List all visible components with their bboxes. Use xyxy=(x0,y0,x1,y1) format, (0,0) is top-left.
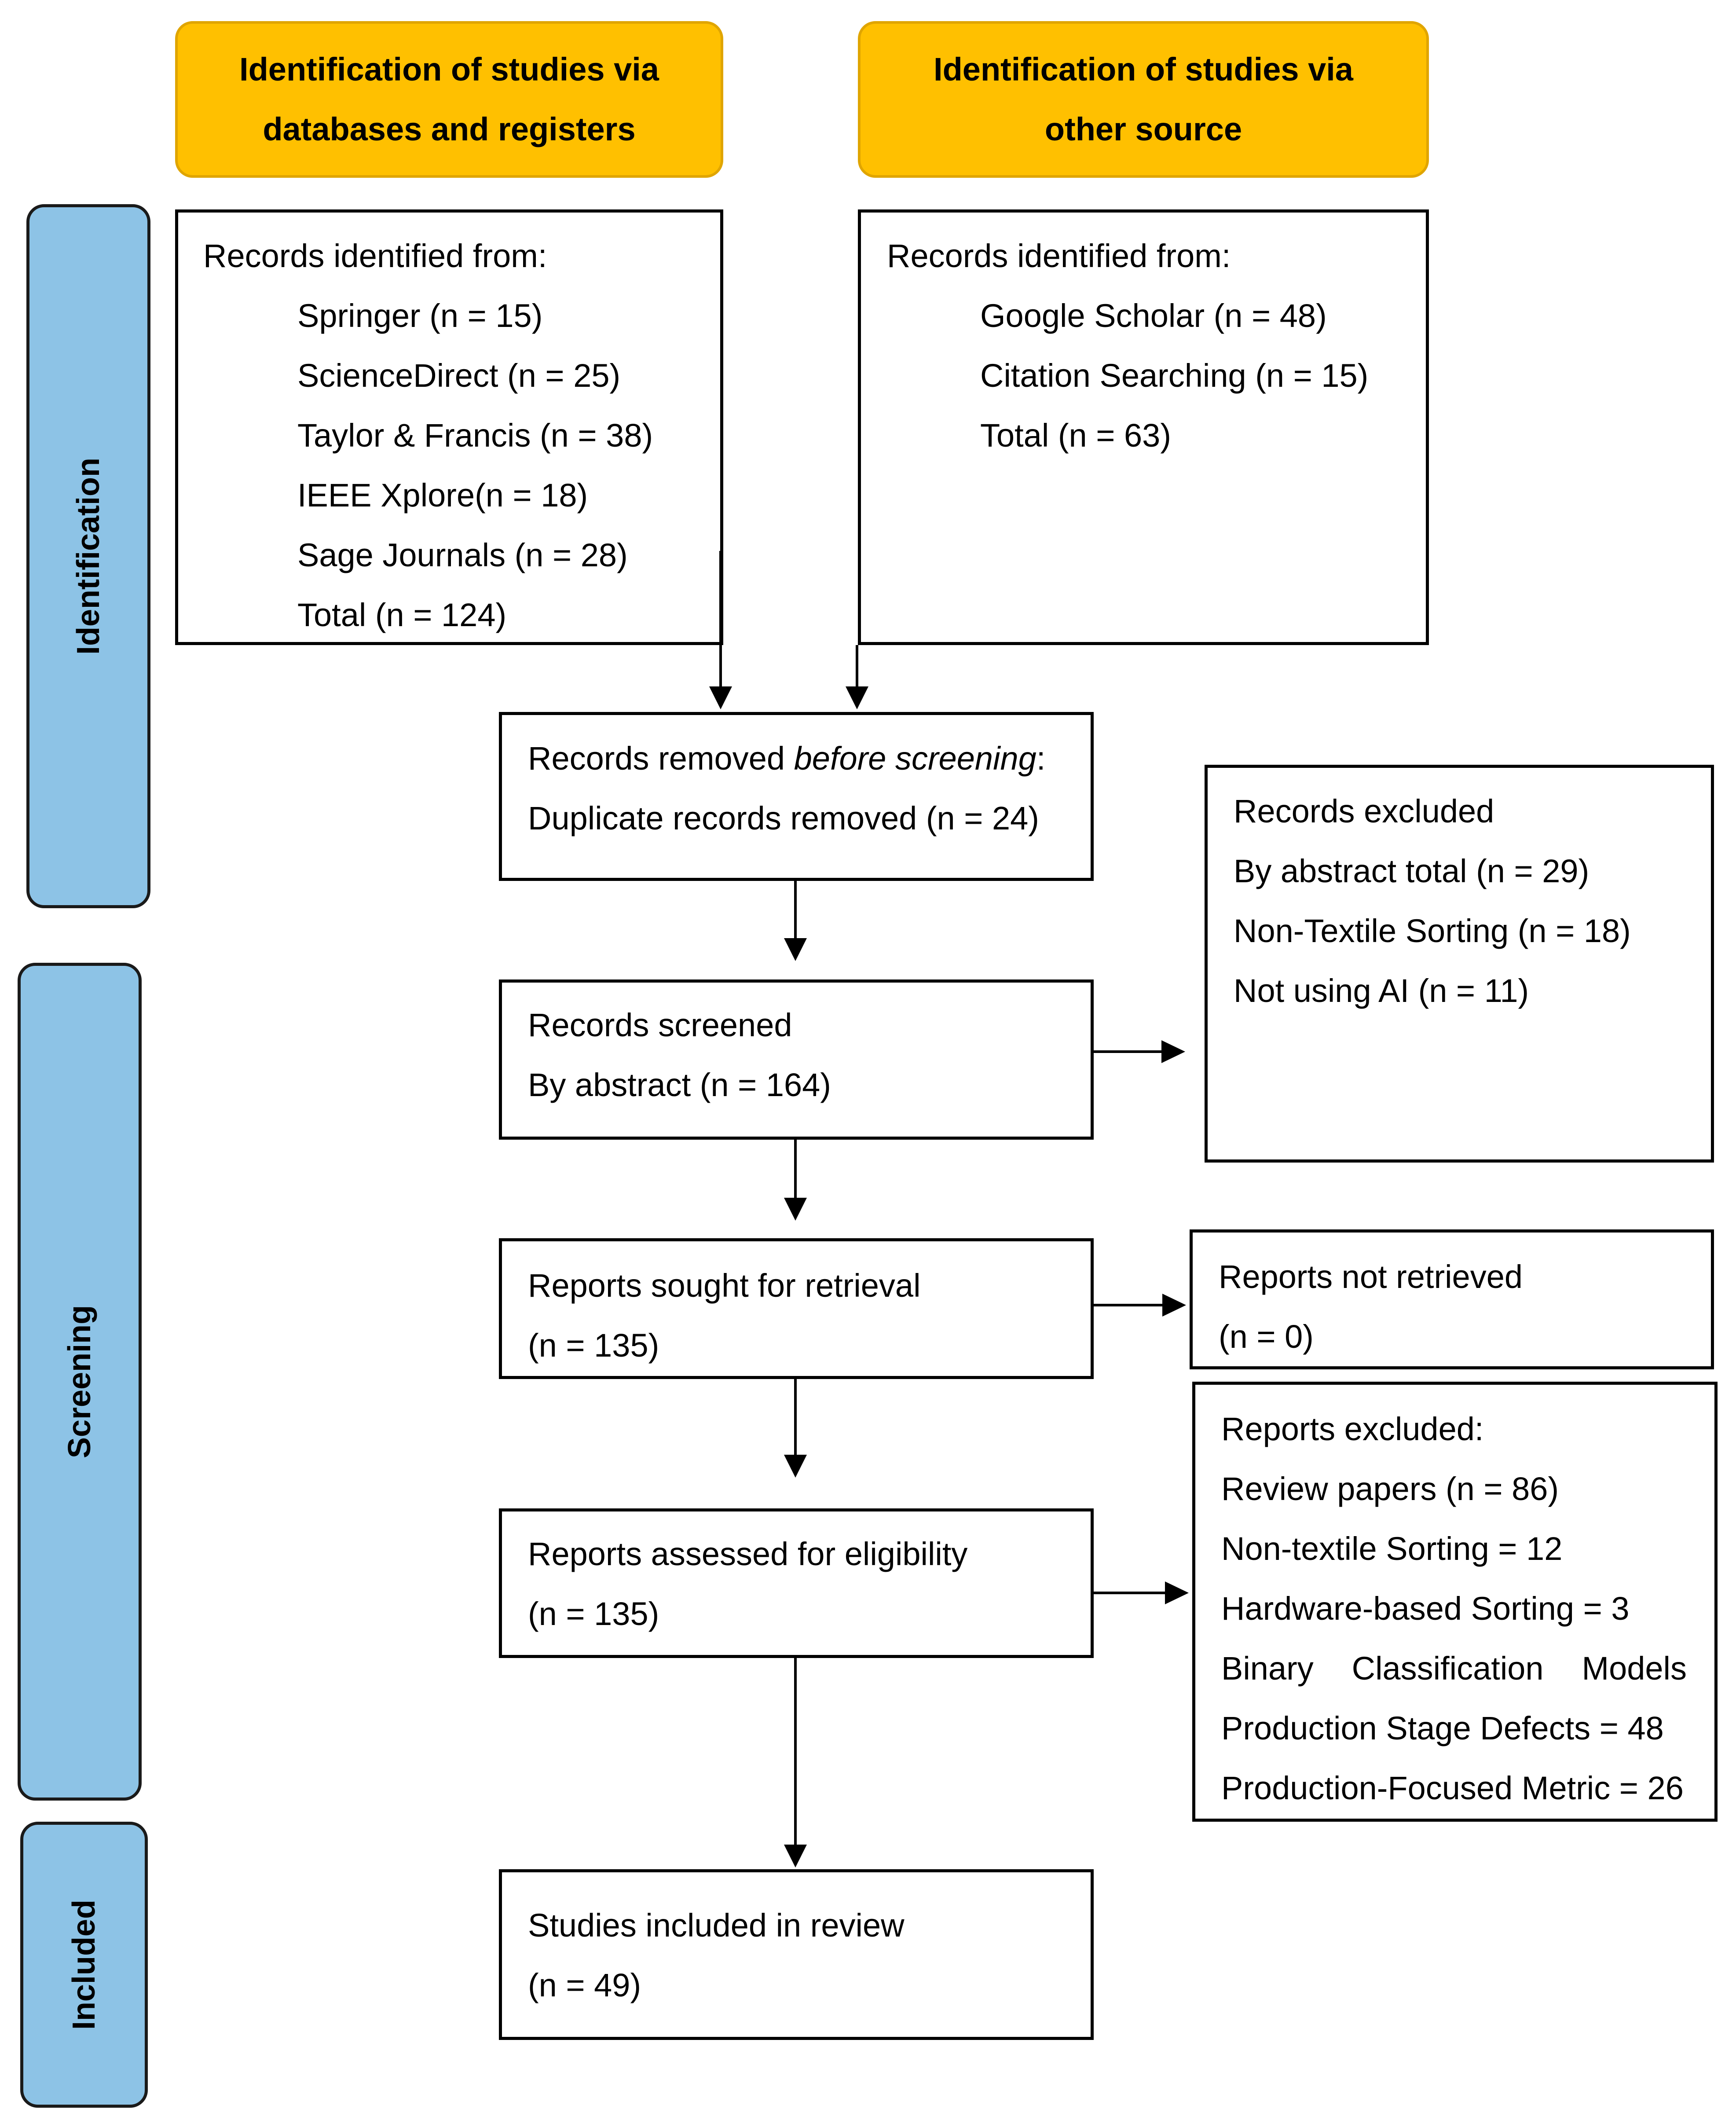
reports-excluded-item: Review papers (n = 86) xyxy=(1221,1471,1559,1507)
arrowhead xyxy=(846,686,868,709)
records-screened-box xyxy=(499,979,1094,1140)
removed-line1: Records removed before screening: xyxy=(528,729,1045,789)
included-line2: (n = 49) xyxy=(528,1967,641,2003)
databases-item: Taylor & Francis (n = 38) xyxy=(297,417,653,454)
arrowhead xyxy=(1165,1581,1189,1604)
removed-line1-suffix: : xyxy=(1036,740,1046,777)
databases-title: Records identified from: xyxy=(203,238,547,274)
excluded-line: By abstract total (n = 29) xyxy=(1234,853,1590,889)
arrowhead xyxy=(1162,1294,1186,1317)
excluded-line: Records excluded xyxy=(1234,793,1494,829)
removed-line1-prefix: Records removed xyxy=(528,740,794,777)
other-title: Records identified from: xyxy=(887,238,1231,274)
not-retrieved-line2: (n = 0) xyxy=(1219,1318,1314,1355)
records-other-box xyxy=(858,209,1429,645)
arrowhead xyxy=(784,938,807,961)
included-line1: Studies included in review xyxy=(528,1907,905,1944)
removed-line2: Duplicate records removed (n = 24) xyxy=(528,800,1039,836)
arrowhead xyxy=(1161,1040,1185,1063)
other-item: Citation Searching (n = 15) xyxy=(980,357,1369,394)
phase-included: Included xyxy=(20,1822,148,2108)
header-other-line2: other source xyxy=(1044,111,1242,147)
records-databases-box xyxy=(175,209,723,645)
reports-excluded-item: Production-Focused Metric = 26 xyxy=(1221,1770,1684,1806)
reports-assessed-box xyxy=(499,1508,1094,1658)
screened-line2: By abstract (n = 164) xyxy=(528,1067,831,1103)
reports-excluded-title: Reports excluded: xyxy=(1221,1411,1484,1447)
reports-excluded-binary-line: Binary Classification Models xyxy=(1221,1639,1687,1698)
classification-word: Classification xyxy=(1351,1650,1544,1687)
arrowhead xyxy=(709,686,732,709)
header-other-source: Identification of studies via other sour… xyxy=(858,21,1429,178)
reports-excluded-box xyxy=(1192,1382,1718,1822)
phase-identification: Identification xyxy=(26,204,150,908)
reports-sought-box xyxy=(499,1238,1094,1379)
records-excluded-box xyxy=(1205,765,1714,1163)
excluded-line: Non-Textile Sorting (n = 18) xyxy=(1234,913,1631,949)
phase-screening: Screening xyxy=(18,963,142,1801)
removed-line1-italic: before screening xyxy=(794,740,1036,777)
excluded-line: Not using AI (n = 11) xyxy=(1234,972,1529,1009)
arrowhead xyxy=(784,1845,807,1867)
databases-item: Springer (n = 15) xyxy=(297,297,543,334)
binary-word: Binary xyxy=(1221,1650,1314,1687)
other-item: Google Scholar (n = 48) xyxy=(980,297,1327,334)
not-retrieved-line1: Reports not retrieved xyxy=(1219,1258,1523,1295)
arrowhead xyxy=(784,1455,807,1478)
arrowhead xyxy=(784,1198,807,1221)
header-databases-line1: Identification of studies via xyxy=(239,51,659,88)
databases-item: IEEE Xplore(n = 18) xyxy=(297,477,588,514)
reports-excluded-item: Production Stage Defects = 48 xyxy=(1221,1710,1664,1746)
assessed-line2: (n = 135) xyxy=(528,1596,659,1632)
reports-excluded-item: Non-textile Sorting = 12 xyxy=(1221,1530,1563,1567)
other-item: Total (n = 63) xyxy=(980,417,1171,454)
sought-line2: (n = 135) xyxy=(528,1327,659,1364)
assessed-line1: Reports assessed for eligibility xyxy=(528,1536,968,1572)
screened-line1: Records screened xyxy=(528,1007,792,1043)
records-removed-box xyxy=(499,712,1094,881)
header-databases: Identification of studies via databases … xyxy=(175,21,723,178)
header-other-line1: Identification of studies via xyxy=(934,51,1353,88)
studies-included-box xyxy=(499,1869,1094,2040)
header-databases-line2: databases and registers xyxy=(263,111,636,147)
models-word: Models xyxy=(1582,1650,1687,1687)
sought-line1: Reports sought for retrieval xyxy=(528,1267,921,1304)
reports-excluded-item: Hardware-based Sorting = 3 xyxy=(1221,1590,1630,1627)
databases-item: ScienceDirect (n = 25) xyxy=(297,357,621,394)
databases-item: Sage Journals (n = 28) xyxy=(297,537,628,573)
reports-not-retrieved-box xyxy=(1190,1229,1714,1369)
databases-item: Total (n = 124) xyxy=(297,597,507,633)
